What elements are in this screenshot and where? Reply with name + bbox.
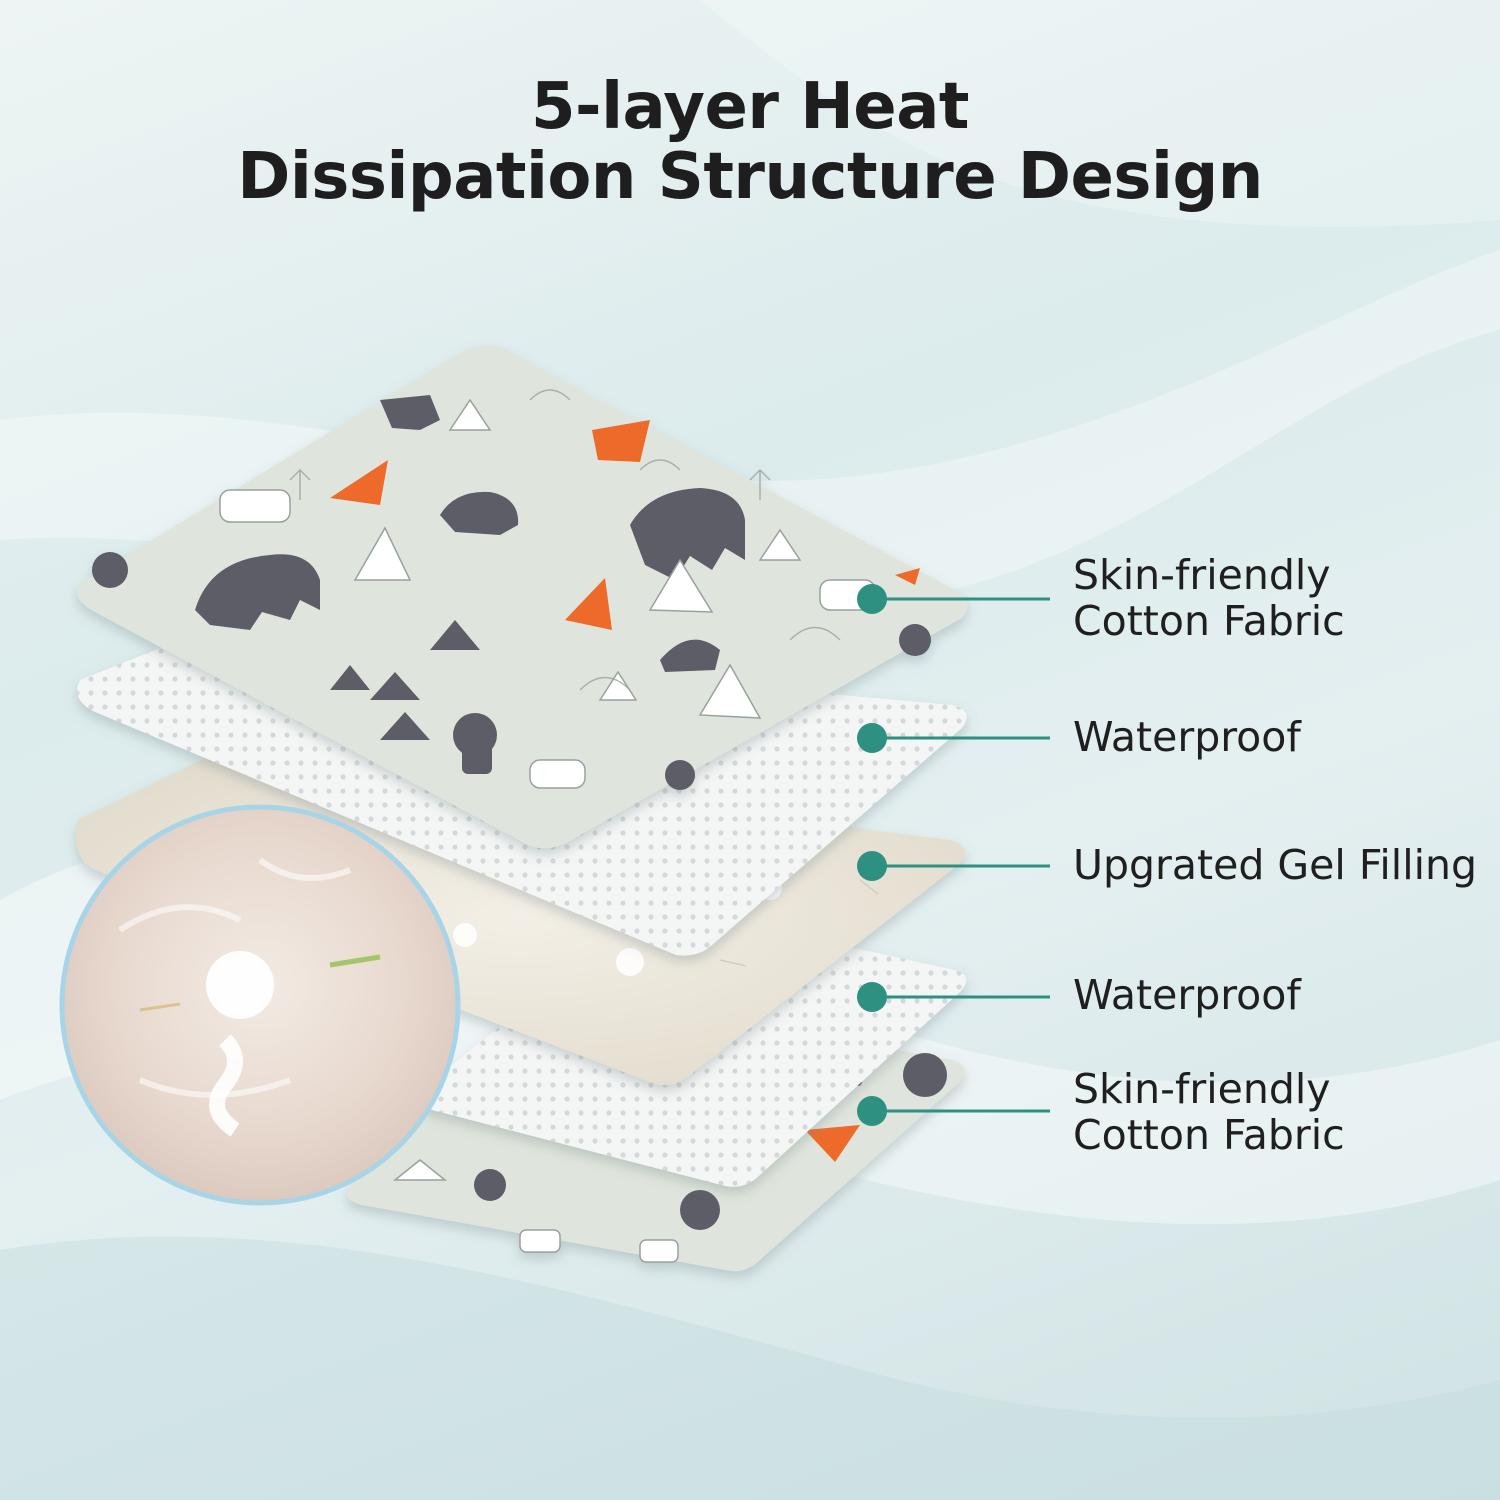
- label-line: Cotton Fabric: [1073, 1111, 1345, 1159]
- title-line-2: Dissipation Structure Design: [237, 140, 1263, 214]
- layer-top-fabric: [76, 345, 968, 849]
- callout-1: [857, 584, 1050, 614]
- label-line: Waterproof: [1073, 971, 1301, 1019]
- label-line: Skin-friendly: [1073, 551, 1331, 599]
- label-line: Skin-friendly: [1073, 1065, 1331, 1113]
- callout-5: [857, 1096, 1050, 1126]
- callout-2: [857, 723, 1050, 753]
- label-top-cotton-fabric: Skin-friendly Cotton Fabric: [1073, 552, 1345, 644]
- gel-zoom-circle: [59, 804, 461, 1206]
- label-line: Waterproof: [1073, 713, 1301, 761]
- callout-lines: [857, 584, 1050, 1126]
- title-line-1: 5-layer Heat: [531, 70, 969, 144]
- label-gel-filling: Upgrated Gel Filling: [1073, 842, 1477, 888]
- page-title: 5-layer Heat Dissipation Structure Desig…: [0, 72, 1500, 212]
- label-line: Cotton Fabric: [1073, 597, 1345, 645]
- callout-4: [857, 982, 1050, 1012]
- label-line: Upgrated Gel Filling: [1073, 841, 1477, 889]
- label-waterproof-lower: Waterproof: [1073, 972, 1301, 1018]
- label-bottom-cotton-fabric: Skin-friendly Cotton Fabric: [1073, 1066, 1345, 1158]
- callout-3: [857, 851, 1050, 881]
- label-waterproof-upper: Waterproof: [1073, 714, 1301, 760]
